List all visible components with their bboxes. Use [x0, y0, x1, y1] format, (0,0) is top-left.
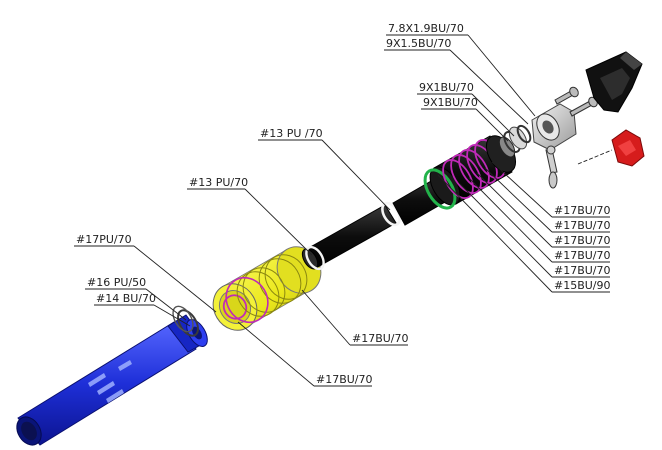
leader-lines [133, 34, 553, 387]
label-14bu70: #14 BU/70 [96, 292, 156, 305]
red-knob-part [577, 129, 645, 167]
cylinder-rod-part [301, 175, 453, 271]
label-17bu70-r2: #17BU/70 [554, 219, 611, 232]
label-9x1bu70-a: 9X1BU/70 [419, 81, 474, 94]
label-7-8x1-9bu70: 7.8X1.9BU/70 [388, 22, 464, 35]
label-13pu70-a: #13 PU /70 [260, 127, 323, 140]
part-labels: 7.8X1.9BU/70 9X1.5BU/70 9X1BU/70 9X1BU/7… [74, 22, 611, 387]
label-17bu70-b1: #17BU/70 [352, 332, 409, 345]
label-9x1bu70-b: 9X1BU/70 [423, 96, 478, 109]
label-17pu70: #17PU/70 [76, 233, 132, 246]
label-15bu90: #15BU/90 [554, 279, 611, 292]
label-17bu70-r1: #17BU/70 [554, 204, 611, 217]
label-17bu70-b2: #17BU/70 [316, 373, 373, 386]
label-16pu50: #16 PU/50 [87, 276, 146, 289]
label-9x1-5bu70: 9X1.5BU/70 [386, 37, 451, 50]
label-17bu70-r3: #17BU/70 [554, 234, 611, 247]
label-17bu70-r5: #17BU/70 [554, 264, 611, 277]
nozzle-part [16, 305, 208, 446]
label-17bu70-r4: #17BU/70 [554, 249, 611, 262]
label-13pu70-b: #13 PU/70 [189, 176, 248, 189]
bracket-part [531, 86, 598, 189]
handle-part [585, 51, 643, 113]
